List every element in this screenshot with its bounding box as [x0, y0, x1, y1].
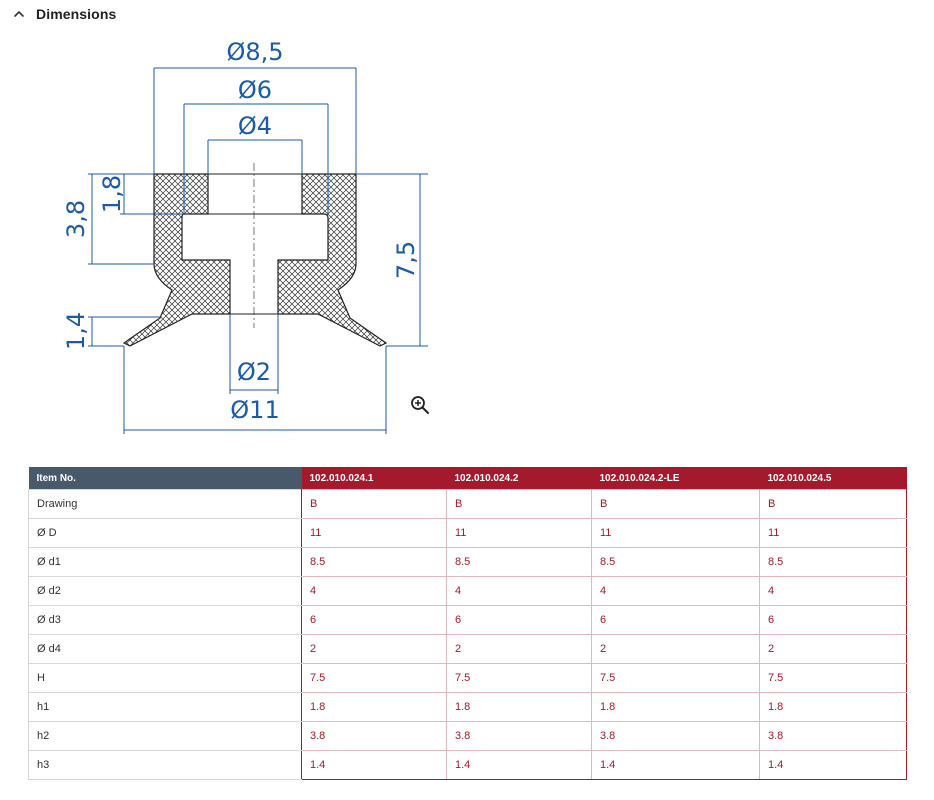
- header-item-2: 102.010.024.2: [446, 467, 592, 490]
- row-value: 11: [759, 518, 907, 548]
- row-label: h2: [28, 721, 302, 751]
- row-value: 6: [591, 605, 760, 635]
- dimension-labels: Ø8,5 Ø6 Ø4 1,8 3,8 7,5 1,4 Ø2 Ø11: [62, 38, 420, 424]
- label-d2: Ø2: [237, 358, 271, 386]
- row-value: 4: [759, 576, 907, 606]
- row-value: 1.8: [759, 692, 907, 722]
- row-value: 1.8: [446, 692, 592, 722]
- row-label: h3: [28, 750, 302, 780]
- row-value: 2: [759, 634, 907, 664]
- row-value: 3.8: [591, 721, 760, 751]
- dimension-drawing: Ø8,5 Ø6 Ø4 1,8 3,8 7,5 1,4 Ø2 Ø11: [62, 38, 428, 434]
- row-value: 1.8: [301, 692, 447, 722]
- table-header-row: Item No. 102.010.024.1 102.010.024.2 102…: [28, 467, 907, 490]
- label-d4: Ø4: [238, 112, 272, 140]
- row-value: 7.5: [759, 663, 907, 693]
- row-value: 6: [301, 605, 447, 635]
- row-value: 1.4: [759, 750, 907, 780]
- header-item-no: Item No.: [28, 467, 302, 490]
- row-value: 1.8: [591, 692, 760, 722]
- row-value: 2: [446, 634, 592, 664]
- row-value: 8.5: [446, 547, 592, 577]
- header-item-3: 102.010.024.2-LE: [591, 467, 760, 490]
- header-item-4: 102.010.024.5: [759, 467, 907, 490]
- row-value: 11: [591, 518, 760, 548]
- row-value: 7.5: [591, 663, 760, 693]
- row-value: 1.4: [591, 750, 760, 780]
- row-value: 8.5: [591, 547, 760, 577]
- row-value: 3.8: [301, 721, 447, 751]
- row-value: 7.5: [446, 663, 592, 693]
- row-value: 6: [446, 605, 592, 635]
- dimension-lines: [88, 67, 428, 434]
- row-value: 2: [591, 634, 760, 664]
- label-h75: 7,5: [392, 241, 420, 279]
- row-value: 7.5: [301, 663, 447, 693]
- label-h18: 1,8: [98, 175, 126, 213]
- row-value: 8.5: [301, 547, 447, 577]
- row-label: Ø D: [28, 518, 302, 548]
- row-label: Ø d1: [28, 547, 302, 577]
- label-d85: Ø8,5: [226, 38, 283, 66]
- chevron-up-icon: [14, 11, 24, 17]
- dimensions-table: Item No. 102.010.024.1 102.010.024.2 102…: [28, 467, 907, 780]
- row-value: 4: [446, 576, 592, 606]
- row-value: B: [446, 489, 592, 519]
- row-value: 1.4: [446, 750, 592, 780]
- row-value: 11: [446, 518, 592, 548]
- row-value: 1.4: [301, 750, 447, 780]
- row-label: Ø d2: [28, 576, 302, 606]
- label-h14: 1,4: [62, 312, 90, 350]
- row-label: H: [28, 663, 302, 693]
- row-value: 3.8: [759, 721, 907, 751]
- row-value: 6: [759, 605, 907, 635]
- row-value: 8.5: [759, 547, 907, 577]
- row-value: B: [759, 489, 907, 519]
- dimensions-table-wrapper: Item No. 102.010.024.1 102.010.024.2 102…: [28, 467, 907, 780]
- label-d11: Ø11: [230, 396, 279, 424]
- header-item-1: 102.010.024.1: [301, 467, 447, 490]
- label-d6: Ø6: [238, 76, 272, 104]
- row-value: 4: [591, 576, 760, 606]
- dimensions-section-header[interactable]: Dimensions: [12, 4, 116, 24]
- row-label: Ø d4: [28, 634, 302, 664]
- row-label: Drawing: [28, 489, 302, 519]
- zoom-in-icon[interactable]: [409, 394, 431, 416]
- label-h38: 3,8: [62, 200, 90, 238]
- row-value: 2: [301, 634, 447, 664]
- row-value: 3.8: [446, 721, 592, 751]
- row-value: B: [591, 489, 760, 519]
- section-title: Dimensions: [36, 6, 117, 22]
- row-value: 11: [301, 518, 447, 548]
- cup-cross-section: [122, 163, 388, 347]
- row-value: 4: [301, 576, 447, 606]
- row-label: h1: [28, 692, 302, 722]
- row-label: Ø d3: [28, 605, 302, 635]
- row-value: B: [301, 489, 447, 519]
